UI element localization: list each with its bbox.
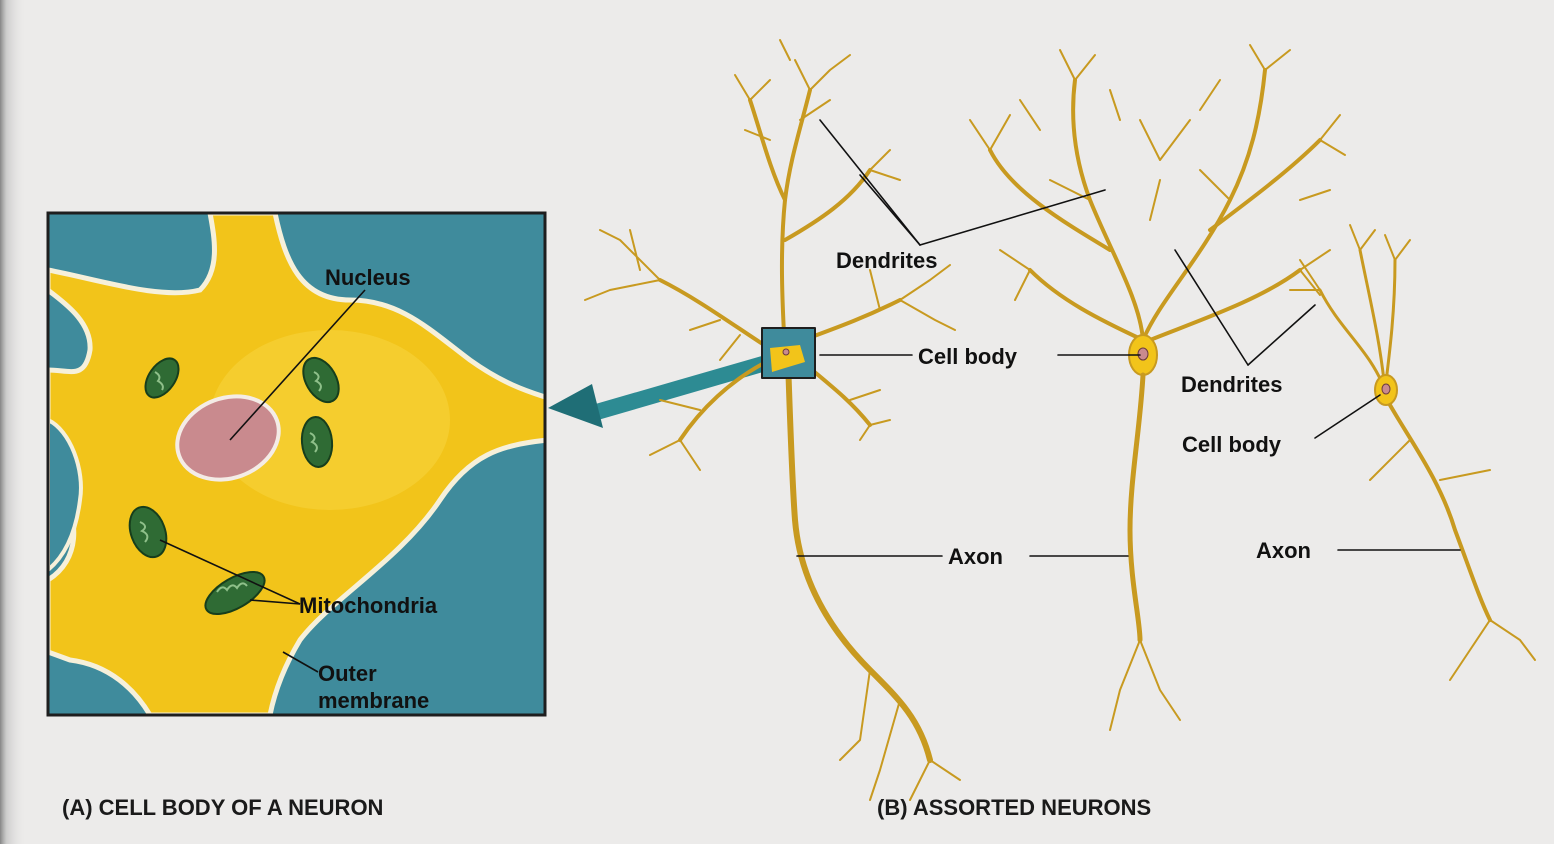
caption-a: (A) CELL BODY OF A NEURON	[62, 795, 383, 821]
dendrites-label-1: Dendrites	[836, 249, 937, 273]
cell-body-label-1: Cell body	[918, 345, 1017, 369]
outer-membrane-label-line2: membrane	[318, 689, 429, 713]
outer-membrane-label-line1: Outer	[318, 662, 377, 686]
cell-body-panel	[48, 213, 548, 715]
caption-b: (B) ASSORTED NEURONS	[877, 795, 1151, 821]
axon-label-1: Axon	[948, 545, 1003, 569]
cell-body-label-2: Cell body	[1182, 433, 1281, 457]
nucleus-label: Nucleus	[325, 266, 411, 290]
axon-label-2: Axon	[1256, 539, 1311, 563]
mitochondria-label: Mitochondria	[299, 594, 437, 618]
dendrites-label-2: Dendrites	[1181, 373, 1282, 397]
